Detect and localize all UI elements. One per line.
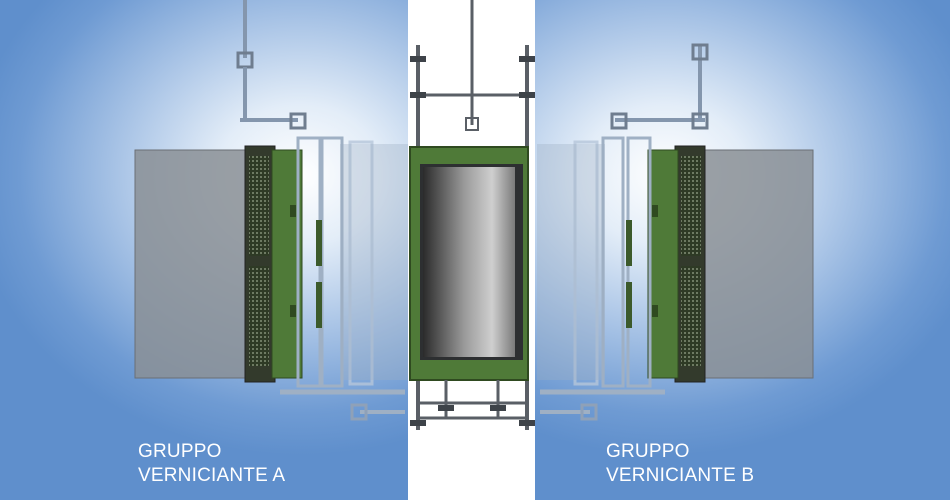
center-clamp-1 [410, 56, 426, 62]
center-clamp-2 [519, 56, 535, 62]
unit-b-pipe-fitting-corner [691, 112, 709, 130]
center-hanger-fitting [465, 117, 479, 131]
unit-b-frame-3 [573, 140, 599, 386]
unit-a-translucent-cover [340, 144, 408, 380]
unit-a-drawing [134, 0, 408, 421]
unit-a-frame-2 [320, 136, 344, 388]
unit-b-drawing [537, 43, 814, 421]
unit-a-lower-fitting [350, 403, 368, 421]
unit-a-frame-3 [348, 140, 374, 386]
unit-a-grille-upper [249, 156, 269, 256]
center-foot-2 [490, 405, 506, 411]
unit-b-translucent-cover [537, 144, 605, 380]
unit-b-frame-2 [601, 136, 625, 388]
unit-b-bolt-2 [652, 305, 658, 317]
unit-a-label-line1: GRUPPO [138, 441, 222, 462]
unit-a-bolt-1 [290, 205, 296, 217]
unit-b-gray-plate [699, 149, 814, 379]
unit-a-bracket-1 [316, 220, 322, 266]
unit-b-bracket-2 [626, 282, 632, 328]
unit-b-pipe-fitting [610, 112, 628, 130]
unit-b-grille-upper [681, 156, 701, 256]
unit-a-bracket-2 [316, 282, 322, 328]
unit-b-bolt-1 [652, 205, 658, 217]
center-clamp-3 [410, 92, 426, 98]
unit-b-lower-fitting [580, 403, 598, 421]
unit-b-label-line2: VERNICIANTE B [606, 465, 755, 486]
center-foot-4 [519, 420, 535, 426]
unit-a-gray-plate [134, 149, 251, 379]
center-roller [423, 167, 515, 357]
unit-b-bracket-1 [626, 220, 632, 266]
unit-a-pipe-fitting [289, 112, 307, 130]
center-clamp-4 [519, 92, 535, 98]
unit-b-green-body [647, 149, 679, 379]
unit-a-label: GRUPPO VERNICIANTE A [138, 440, 285, 488]
center-foot-3 [410, 420, 426, 426]
unit-b-label: GRUPPO VERNICIANTE B [606, 440, 754, 488]
unit-b-grille-lower [681, 266, 701, 366]
unit-a-label-line2: VERNICIANTE A [138, 465, 286, 486]
unit-a-bolt-2 [290, 305, 296, 317]
unit-b-pipe-fitting-top [691, 43, 709, 61]
unit-a-grille-lower [249, 266, 269, 366]
unit-b-label-line1: GRUPPO [606, 441, 690, 462]
center-foot-1 [438, 405, 454, 411]
center-frame-drawing [409, 0, 535, 430]
